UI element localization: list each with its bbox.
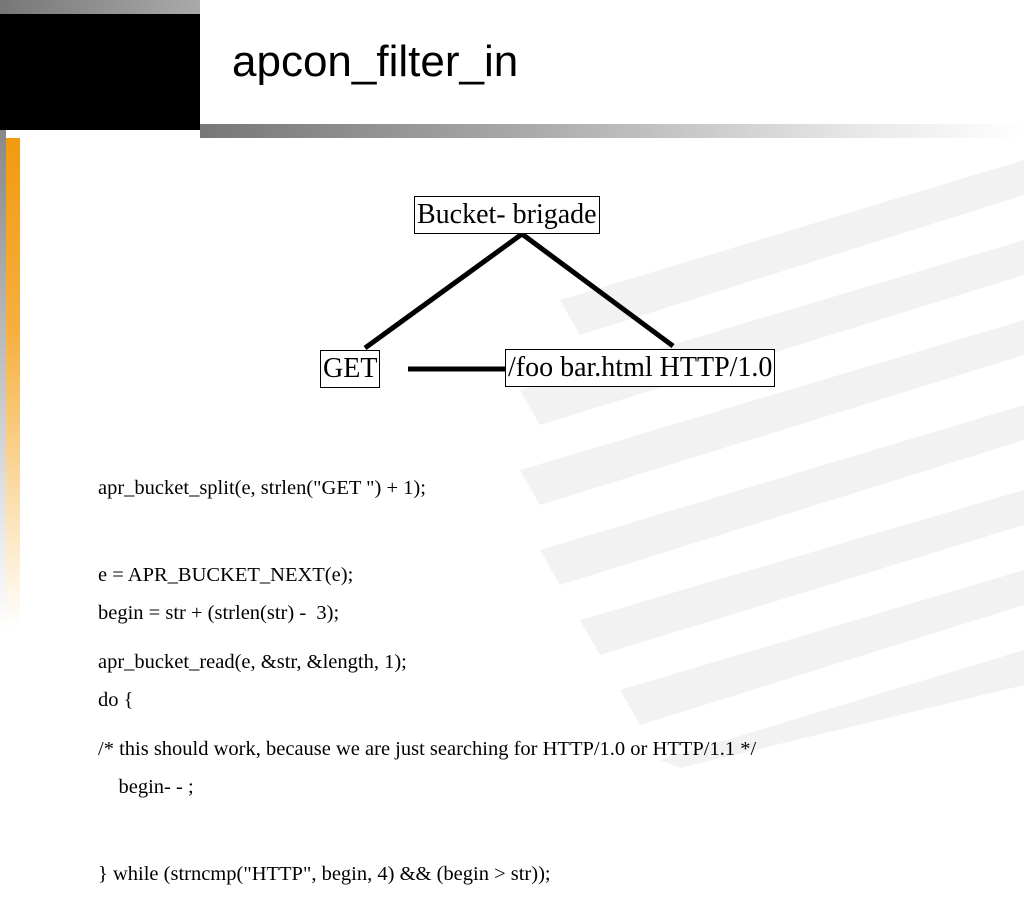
code-line: begin = str + (strlen(str) - 3); (98, 602, 340, 624)
diagram-right-node: /foo bar.html HTTP/1.0 (505, 349, 776, 387)
code-line: do { (98, 689, 134, 711)
diagram-root-node: Bucket- brigade (414, 196, 600, 234)
connector-root-left (363, 231, 524, 351)
header-gray-strip (0, 0, 200, 14)
slide-title: apcon_filter_in (232, 37, 519, 86)
code-line: e = APR_BUCKET_NEXT(e); (98, 564, 354, 586)
decorative-stripes (520, 160, 1024, 768)
diagram-connectors (363, 231, 675, 372)
diagram-left-node: GET (320, 350, 381, 388)
code-block-1: apr_bucket_split(e, strlen("GET ") + 1);… (98, 416, 756, 793)
code-block-2: begin = str + (strlen(str) - 3); do { be… (98, 541, 551, 918)
left-orange-bar (6, 138, 20, 628)
left-gray-bar (0, 130, 6, 630)
code-line: /* this should work, because we are just… (98, 738, 757, 760)
code-line: } while (strncmp("HTTP", begin, 4) && (b… (98, 863, 551, 885)
code-line: apr_bucket_read(e, &str, &length, 1); (98, 651, 407, 673)
code-line: begin- - ; (98, 776, 194, 798)
connector-root-right (520, 231, 675, 349)
header-divider-bar (200, 124, 1024, 138)
header-black-block (0, 0, 200, 130)
code-line: apr_bucket_split(e, strlen("GET ") + 1); (98, 477, 426, 499)
